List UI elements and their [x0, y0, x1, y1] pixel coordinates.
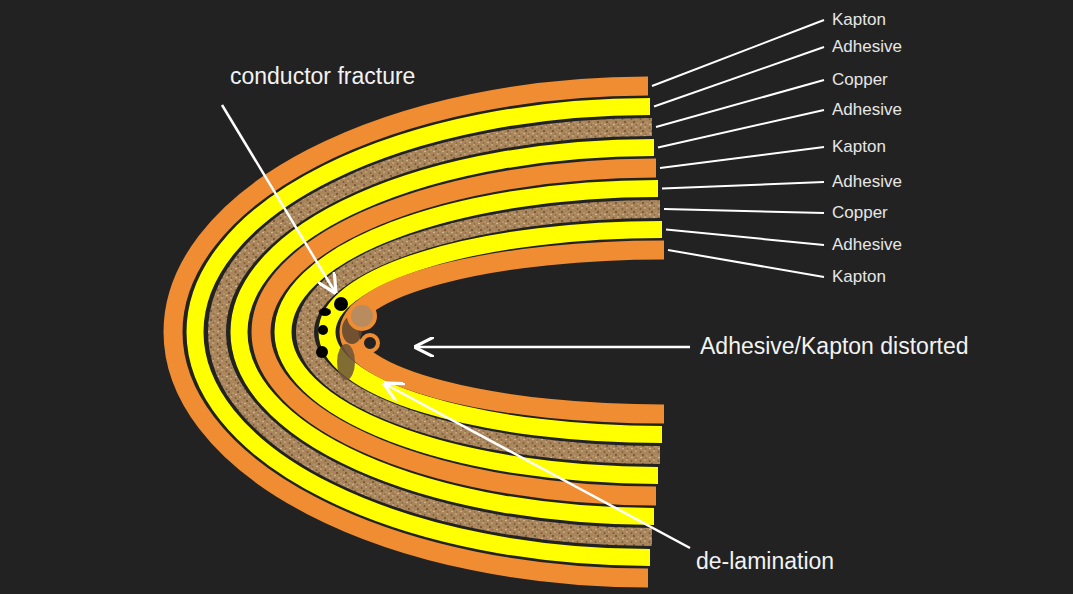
distortion: [349, 303, 375, 329]
callout-text: conductor fracture: [230, 64, 415, 89]
fracture-dot: [316, 346, 328, 358]
fracture-dot: [334, 297, 348, 311]
void: [337, 344, 355, 380]
layer-name: Adhesive: [832, 173, 902, 192]
layer-name: Kapton: [832, 268, 886, 287]
layer-name: Adhesive: [832, 236, 902, 255]
layer-name: Kapton: [832, 11, 886, 30]
leader-line: [658, 110, 824, 148]
damage-marks: [222, 105, 690, 548]
fracture-dot: [318, 325, 328, 335]
callout-arrow: [385, 384, 690, 548]
leader-line: [662, 182, 824, 189]
callout-text: de-lamination: [696, 549, 834, 574]
leader-line: [660, 147, 824, 168]
layer-name: Adhesive: [832, 101, 902, 120]
layer-name: Kapton: [832, 138, 886, 157]
leader-line: [664, 209, 824, 213]
callout-arrow: [416, 346, 690, 349]
leader-line: [666, 230, 824, 246]
layer-name: Copper: [832, 204, 888, 223]
leader-line: [656, 80, 824, 127]
layer-stack: [173, 86, 664, 578]
callout-text: Adhesive/Kapton distorted: [700, 334, 969, 359]
distortion: [362, 335, 378, 351]
fracture-dot: [319, 308, 331, 316]
callout-arrow: [222, 105, 335, 292]
layer-name: Adhesive: [832, 38, 902, 57]
layer-name: Copper: [832, 71, 888, 90]
leader-line: [654, 47, 824, 107]
leader-lines: [652, 20, 824, 277]
leader-line: [668, 250, 824, 277]
